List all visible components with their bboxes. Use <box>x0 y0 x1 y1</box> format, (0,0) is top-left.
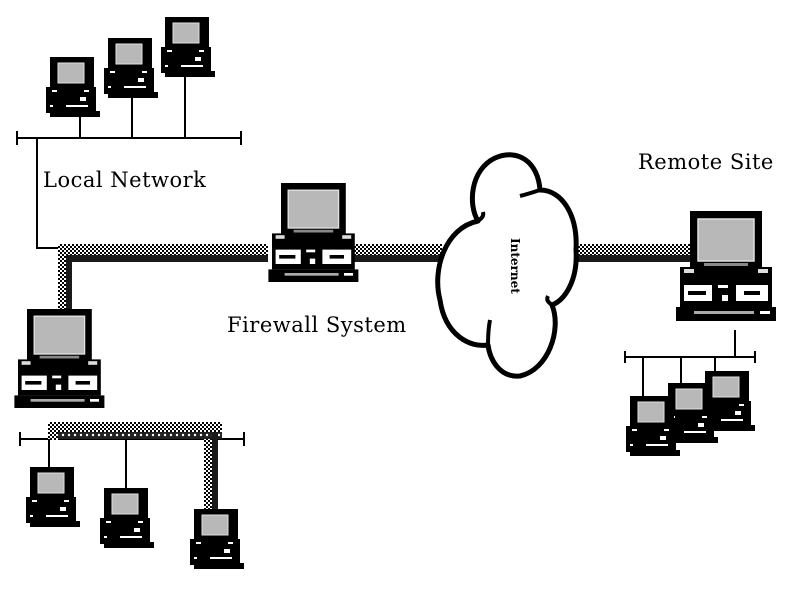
lower-highlight-drop-base <box>212 432 218 509</box>
firewall-system-label: Firewall System <box>227 313 407 337</box>
local-uplink-line <box>36 138 60 249</box>
backbone-drop-hatch <box>58 255 66 311</box>
local-workstation-2[interactable] <box>103 37 159 99</box>
firewall-system-computer[interactable] <box>267 182 360 283</box>
backbone-hatch <box>58 244 268 255</box>
lower-workstation-3[interactable] <box>189 508 245 570</box>
cloud-lobe-notch-4 <box>486 319 492 346</box>
internet-label: Internet <box>508 238 522 294</box>
local-network-segment <box>16 16 242 249</box>
lower-highlight-join <box>48 422 58 440</box>
lower-workstation-2[interactable] <box>99 487 155 549</box>
backbone-hatch-firewall-internet <box>352 244 442 255</box>
cloud-lobe-notch-1 <box>476 211 486 223</box>
backbone-hatch-internet-remote <box>576 244 700 255</box>
remote-workstation-1[interactable] <box>625 395 681 457</box>
lower-highlight-base <box>58 432 222 439</box>
backbone-drop-base <box>66 262 72 311</box>
lower-segment <box>13 308 245 570</box>
internet-cloud-shape <box>435 152 579 379</box>
cloud-lobe-notch-2 <box>519 188 541 198</box>
internet-cloud[interactable]: Internet <box>435 152 579 379</box>
local-workstation-1[interactable] <box>45 56 101 118</box>
remote-site-segment <box>624 210 777 457</box>
remote-site-label: Remote Site <box>638 150 774 174</box>
lower-segment-server[interactable] <box>13 308 106 409</box>
lower-highlight-drop-hatch <box>204 439 212 509</box>
backbone-base-firewall-internet <box>352 255 442 262</box>
lower-workstation-1[interactable] <box>25 466 81 528</box>
remote-site-server[interactable] <box>675 210 777 322</box>
local-workstation-3[interactable] <box>160 16 216 78</box>
lower-highlight-hatch <box>48 422 222 432</box>
local-network-label: Local Network <box>43 168 207 192</box>
backbone-base-internet-remote <box>576 255 700 262</box>
cloud-lobe-notch-3 <box>545 295 554 307</box>
backbone-cable <box>58 244 700 311</box>
backbone-base <box>58 255 268 262</box>
